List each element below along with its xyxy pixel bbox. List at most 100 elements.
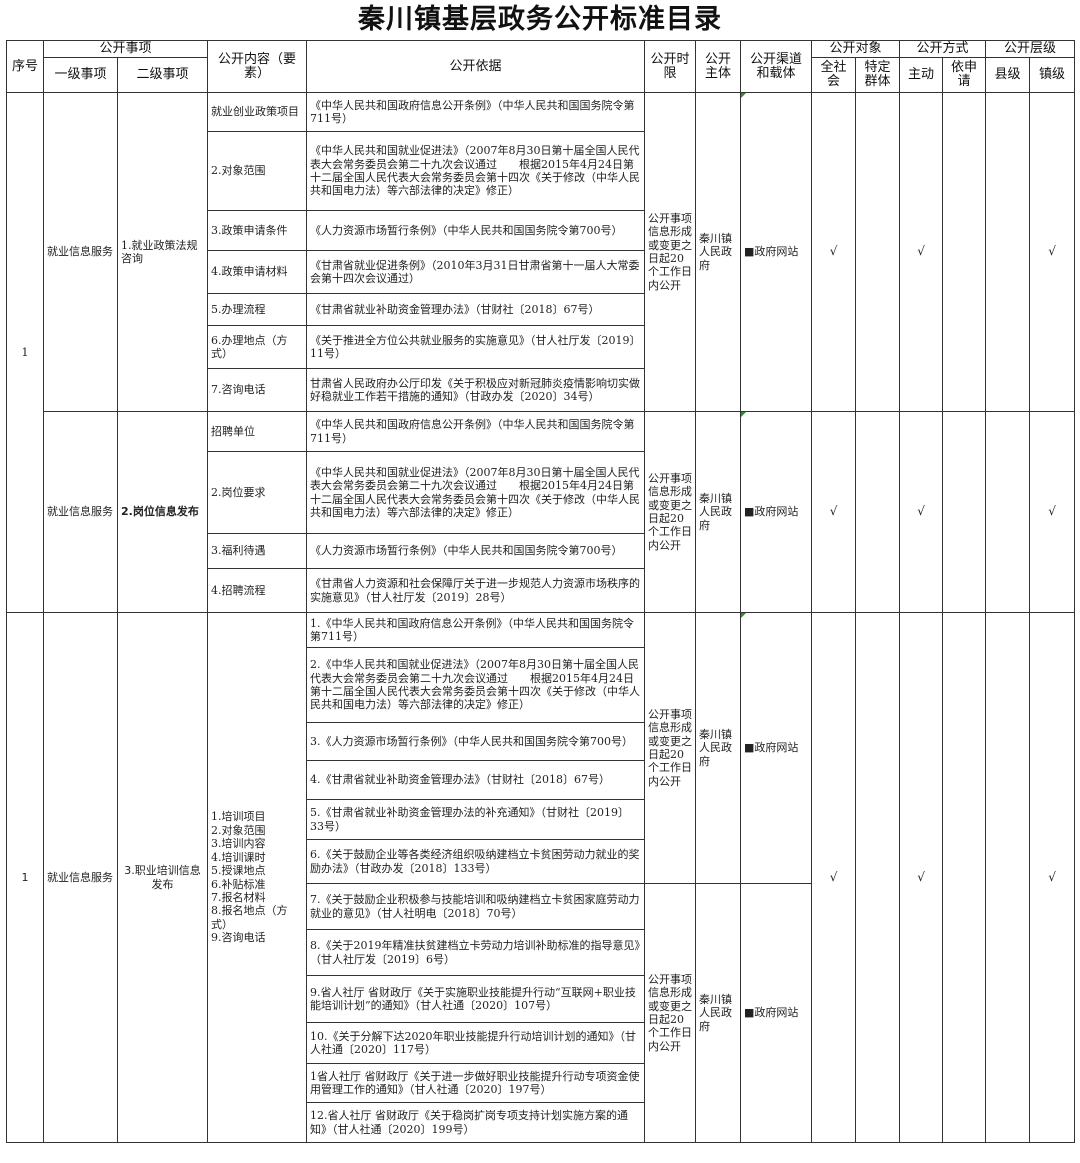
check-method-active: √ — [899, 92, 944, 412]
check-level-town: √ — [1029, 411, 1076, 613]
basis-cell: 《中华人民共和国政府信息公开条例》（中华人民共和国国务院令第711号） — [306, 92, 646, 132]
table-row: 就业信息服务 2.岗位信息发布 招聘单位 《中华人民共和国政府信息公开条例》（中… — [7, 411, 1076, 613]
content-item: 9.咨询电话 — [211, 931, 266, 945]
table-row: 2.《中华人民共和国就业促进法》（2007年8月30日第十届全国人民代表大会常务… — [7, 647, 1075, 723]
header-subject: 公开主体 — [695, 40, 742, 93]
table-row: 3.《人力资源市场暂行条例》（中华人民共和国国务院令第700号） — [7, 722, 1075, 761]
content-cell: 5.办理流程 — [207, 293, 308, 326]
basis-cell: 4.《甘肃省就业补助资金管理办法》（甘财社〔2018〕67号） — [306, 760, 646, 800]
table-row: 5.《甘肃省就业补助资金管理办法的补充通知》（甘财社〔2019〕33号） — [7, 799, 1075, 840]
time-limit-cell: 公开事项信息形成或变更之日起20个工作日内公开 — [644, 883, 697, 1143]
check-method-request — [942, 612, 987, 1143]
table-row: 1 就业信息服务 1.就业政策法规咨询 就业创业政策项目 《中华人民共和国政府信… — [6, 92, 1076, 613]
check-method-active: √ — [899, 411, 944, 613]
basis-cell: 《中华人民共和国政府信息公开条例》（中华人民共和国国务院令第711号） — [306, 411, 646, 452]
level1-cell: 就业信息服务 — [43, 411, 118, 613]
table-row: 3.政策申请条件 《人力资源市场暂行条例》（中华人民共和国国务院令第700号） — [7, 210, 1075, 251]
subject-cell: 秦川镇人民政府 — [695, 612, 742, 884]
header-level: 公开层级 — [985, 40, 1076, 58]
header-level2: 二级事项 — [116, 57, 209, 93]
check-level-county — [985, 612, 1031, 1143]
content-item: 5.授课地点 — [211, 864, 266, 878]
header-level-county: 县级 — [985, 57, 1031, 93]
content-item: 4.培训课时 — [211, 850, 266, 864]
table-row: 4.《甘肃省就业补助资金管理办法》（甘财社〔2018〕67号） — [7, 760, 1075, 800]
check-level-county — [985, 411, 1031, 613]
content-item: 7.报名材料 — [211, 890, 266, 904]
content-cell: 3.福利待遇 — [207, 533, 308, 569]
time-limit-cell: 公开事项信息形成或变更之日起20个工作日内公开 — [644, 612, 697, 884]
channel-cell: ■政府网站 — [740, 883, 813, 1143]
level2-cell: 2.岗位信息发布 — [116, 411, 209, 613]
level1-cell: 就业信息服务 — [43, 92, 118, 412]
header-method: 公开方式 — [899, 40, 987, 58]
channel-cell: ■政府网站 — [740, 612, 813, 884]
check-audience-all: √ — [811, 411, 857, 613]
catalog-table: 序号 公开事项 公开内容（要素） 公开依据 公开时限 公开主体 公开渠道和载体 … — [6, 40, 1076, 1143]
seq-cell: 1 — [6, 92, 44, 613]
basis-cell: 《甘肃省人力资源和社会保障厅关于进一步规范人力资源市场秩序的实施意见》（甘人社厅… — [306, 568, 646, 613]
check-method-active: √ — [899, 612, 944, 1143]
level2-cell: 1.就业政策法规咨询 — [116, 92, 209, 412]
check-level-county — [985, 92, 1031, 412]
content-item: 3.培训内容 — [211, 837, 266, 851]
content-cell: 2.岗位要求 — [207, 451, 308, 534]
check-level-town: √ — [1029, 612, 1076, 1143]
check-audience-all: √ — [811, 92, 857, 412]
check-method-request — [942, 92, 987, 412]
subject-cell: 秦川镇人民政府 — [695, 411, 742, 613]
header-audience-specific: 特定群体 — [855, 57, 901, 93]
header-time-limit: 公开时限 — [644, 40, 697, 93]
content-item: 2.对象范围 — [211, 823, 266, 837]
level2-cell: 3.职业培训信息发布 — [116, 612, 209, 1143]
page-title: 秦川镇基层政务公开标准目录 — [358, 4, 722, 35]
basis-cell: 5.《甘肃省就业补助资金管理办法的补充通知》（甘财社〔2019〕33号） — [306, 799, 646, 840]
channel-cell: ■政府网站 — [740, 92, 813, 412]
basis-cell: 7.《关于鼓励企业积极参与技能培训和吸纳建档立卡贫困家庭劳动力就业的意见》（甘人… — [306, 883, 646, 930]
table-row: 1 就业信息服务 3.职业培训信息发布 1.培训项目 2.对象范围 3.培训内容… — [6, 612, 1076, 1143]
check-audience-specific — [855, 612, 901, 1143]
header-audience-all: 全社会 — [811, 57, 857, 93]
basis-cell: 10.《关于分解下达2020年职业技能提升行动培训计划的通知》（甘人社通〔202… — [306, 1022, 646, 1064]
seq-cell: 1 — [6, 612, 44, 1143]
basis-cell: 《甘肃省就业促进条例》（2010年3月31日甘肃省第十一届人大常委会第十四次会议… — [306, 250, 646, 294]
time-limit-cell: 公开事项信息形成或变更之日起20个工作日内公开 — [644, 411, 697, 613]
basis-cell: 9.省人社厅 省财政厅《关于实施职业技能提升行动“互联网+职业技能培训计划”的通… — [306, 975, 646, 1023]
content-item: 8.报名地点（方式） — [211, 904, 288, 931]
table-row: 8.《关于2019年精准扶贫建档立卡劳动力培训补助标准的指导意见》（甘人社厅发〔… — [7, 929, 1075, 976]
content-cell: 招聘单位 — [207, 411, 308, 452]
header-content: 公开内容（要素） — [207, 40, 308, 93]
level1-cell: 就业信息服务 — [43, 612, 118, 1143]
table-row: 12.省人社厅 省财政厅《关于稳岗扩岗专项支持计划实施方案的通知》（甘人社通〔2… — [7, 1102, 1075, 1143]
header-level-town: 镇级 — [1029, 57, 1076, 93]
channel-cell: ■政府网站 — [740, 411, 813, 613]
content-item: 6.补贴标准 — [211, 877, 266, 891]
basis-cell: 《关于推进全方位公共就业服务的实施意见》（甘人社厅发〔2019〕11号） — [306, 325, 646, 369]
basis-cell: 《甘肃省就业补助资金管理办法》（甘财社〔2018〕67号） — [306, 293, 646, 326]
time-limit-cell: 公开事项信息形成或变更之日起20个工作日内公开 — [644, 92, 697, 412]
basis-cell: 1.《中华人民共和国政府信息公开条例》（中华人民共和国国务院令第711号） — [306, 612, 646, 648]
basis-cell: 12.省人社厅 省财政厅《关于稳岗扩岗专项支持计划实施方案的通知》（甘人社通〔2… — [306, 1102, 646, 1143]
basis-cell: 8.《关于2019年精准扶贫建档立卡劳动力培训补助标准的指导意见》（甘人社厅发〔… — [306, 929, 646, 976]
content-cell: 3.政策申请条件 — [207, 210, 308, 251]
check-audience-specific — [855, 92, 901, 412]
basis-cell: 3.《人力资源市场暂行条例》（中华人民共和国国务院令第700号） — [306, 722, 646, 761]
table-row: 4.政策申请材料 《甘肃省就业促进条例》（2010年3月31日甘肃省第十一届人大… — [7, 250, 1075, 294]
header-seq: 序号 — [6, 40, 44, 93]
content-cell: 4.政策申请材料 — [207, 250, 308, 294]
check-audience-all: √ — [811, 612, 857, 1143]
header-audience: 公开对象 — [811, 40, 901, 58]
content-cell: 7.咨询电话 — [207, 368, 308, 412]
header-method-request: 依申请 — [942, 57, 987, 93]
subject-cell: 秦川镇人民政府 — [695, 92, 742, 412]
content-cell: 4.招聘流程 — [207, 568, 308, 613]
basis-cell: 2.《中华人民共和国就业促进法》（2007年8月30日第十届全国人民代表大会常务… — [306, 647, 646, 723]
basis-cell: 1省人社厅 省财政厅《关于进一步做好职业技能提升行动专项资金使用管理工作的通知》… — [306, 1063, 646, 1103]
basis-cell: 6.《关于鼓励企业等各类经济组织吸纳建档立卡贫困劳动力就业的奖励办法》（甘政办发… — [306, 839, 646, 884]
content-item: 1.培训项目 — [211, 810, 266, 824]
table-row: 9.省人社厅 省财政厅《关于实施职业技能提升行动“互联网+职业技能培训计划”的通… — [7, 975, 1075, 1023]
header-matters: 公开事项 — [42, 40, 209, 58]
content-cell: 就业创业政策项目 — [207, 92, 308, 132]
basis-cell: 《人力资源市场暂行条例》（中华人民共和国国务院令第700号） — [306, 210, 646, 251]
check-method-request — [942, 411, 987, 613]
